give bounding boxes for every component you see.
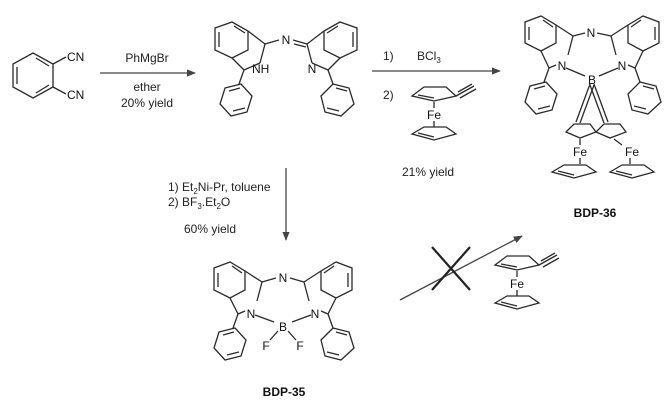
step3-line2: 2) BF3.Et2O <box>168 195 230 211</box>
nh-label: NH <box>252 62 269 76</box>
reagent-phmgbr: PhMgBr <box>125 51 168 65</box>
ethynylferrocene-reagent-2 <box>493 252 560 310</box>
step2-num1: 1) <box>383 49 394 63</box>
compound-label-bdp-35: BDP-35 <box>263 385 306 399</box>
ethynylferrocene-reagent-1 <box>410 83 477 141</box>
bridge-n-label: N <box>282 33 291 47</box>
fe-label-reagent1: Fe <box>427 108 441 122</box>
bdp35-boron: B <box>279 320 287 334</box>
step3-line1: 1) Et2Ni-Pr, toluene <box>168 180 271 196</box>
yield-step1: 20% yield <box>121 96 173 110</box>
step2-num2: 2) <box>383 88 394 102</box>
bdp35-fluorine-left: F <box>262 339 269 353</box>
bdp35-left-n: N <box>247 307 256 321</box>
bdp36-left-n: N <box>558 59 567 73</box>
bdp36-right-n: N <box>618 59 627 73</box>
fe-label-reagent2: Fe <box>510 277 524 291</box>
solvent-ether: ether <box>133 80 160 94</box>
bdp35-right-n: N <box>311 307 320 321</box>
bdp36-fe-left: Fe <box>573 145 587 159</box>
yield-step2: 21% yield <box>402 165 454 179</box>
bdp35-fluorine-right: F <box>296 339 303 353</box>
arrow-step4-failed <box>399 235 523 301</box>
bdp36-boron: B <box>588 73 596 87</box>
bdp36-fe-right: Fe <box>625 145 639 159</box>
yield-step3: 60% yield <box>184 222 236 236</box>
aza-dipyrrin-structure <box>214 21 358 117</box>
nitrile-label-2: CN <box>67 88 84 102</box>
compound-label-bdp-36: BDP-36 <box>574 206 617 220</box>
reagent-bcl3: BCl3 <box>417 49 441 65</box>
phthalonitrile-structure <box>12 52 67 99</box>
nitrile-label-1: CN <box>67 50 84 64</box>
bdp-35-structure <box>213 261 355 361</box>
pyrrole-n-label: N <box>308 62 317 76</box>
no-reaction-cross <box>431 246 471 291</box>
bdp36-bridge-n: N <box>587 26 596 40</box>
bdp35-bridge-n: N <box>279 271 288 285</box>
bdp-36-structure <box>524 15 662 179</box>
